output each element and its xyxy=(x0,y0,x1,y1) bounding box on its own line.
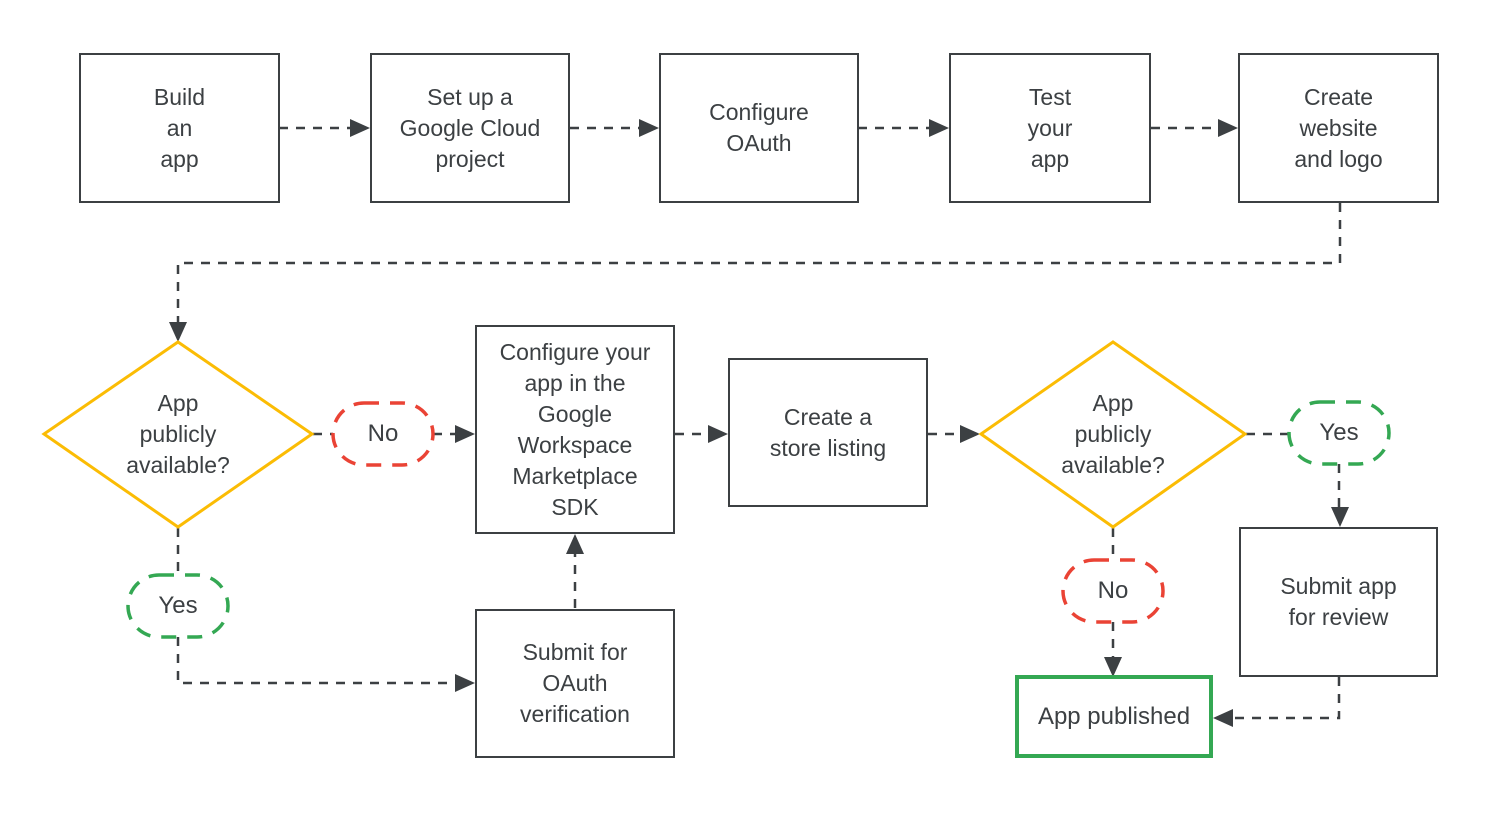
arrowhead-into-submit-oauth xyxy=(455,674,475,692)
process-create-store-listing: Create a store listing xyxy=(728,358,928,507)
process-configure-oauth: Configure OAuth xyxy=(659,53,859,203)
arrowhead-into-oauth xyxy=(639,119,659,137)
yes-badge-2-outline xyxy=(1287,400,1391,466)
decision-diamond-2 xyxy=(978,340,1248,529)
arrowheads xyxy=(169,119,1349,727)
arrowhead-into-submit-review xyxy=(1331,507,1349,527)
process-configure-marketplace-sdk: Configure your app in the Google Workspa… xyxy=(475,325,675,534)
arrowhead-into-decision1 xyxy=(169,322,187,342)
process-build-app: Build an app xyxy=(79,53,280,203)
connector-website-to-decision1 xyxy=(176,203,1342,323)
no-badge-1-label: No xyxy=(367,420,399,447)
process-create-website-and-logo: Create website and logo xyxy=(1238,53,1439,203)
arrowhead-review-into-published xyxy=(1213,709,1233,727)
arrowhead-into-decision2 xyxy=(960,425,980,443)
arrowhead-oauth-into-sdk xyxy=(566,534,584,554)
yes-badge-1-label: Yes xyxy=(158,592,198,619)
arrowhead-into-sdk xyxy=(455,425,475,443)
no-badge-2-outline xyxy=(1061,558,1165,624)
arrowhead-into-store xyxy=(708,425,728,443)
arrowhead-into-website xyxy=(1218,119,1238,137)
no-badge-2-label: No xyxy=(1097,577,1129,604)
process-test-your-app: Test your app xyxy=(949,53,1151,203)
arrowhead-no2-into-published xyxy=(1104,657,1122,677)
decision-label-app-publicly-available-1: App publicly available? xyxy=(126,389,230,478)
connector-review-to-published xyxy=(1232,677,1341,720)
decision-label-app-publicly-available-2: App publicly available? xyxy=(1061,389,1165,478)
process-submit-oauth-verification: Submit for OAuth verification xyxy=(475,609,675,758)
arrowhead-into-test xyxy=(929,119,949,137)
connector-yes1-to-submit-oauth xyxy=(176,637,456,685)
yes-badge-1-outline xyxy=(126,573,230,639)
decision-diamond-1 xyxy=(41,340,315,529)
yes-badge-2-label: Yes xyxy=(1319,419,1359,446)
terminal-app-published: App published xyxy=(1015,675,1213,758)
connector-lines xyxy=(176,126,1342,720)
no-badge-1-outline xyxy=(331,401,435,467)
process-submit-app-for-review: Submit app for review xyxy=(1239,527,1438,677)
process-setup-google-cloud-project: Set up a Google Cloud project xyxy=(370,53,570,203)
arrowhead-into-setup xyxy=(350,119,370,137)
